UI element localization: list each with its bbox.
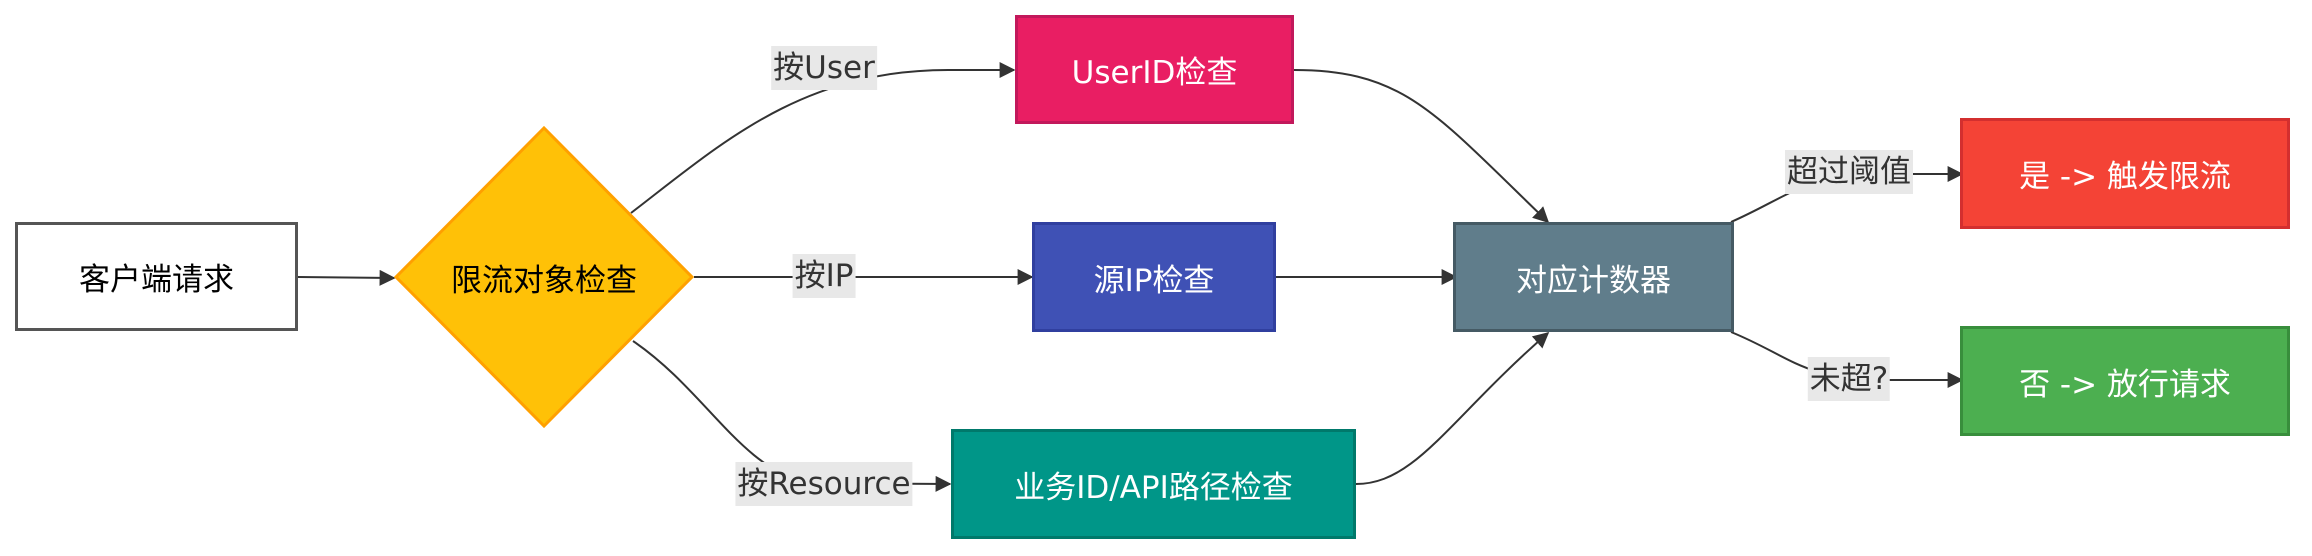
edge-resource-to-counter (1355, 331, 1550, 485)
edge-user-to-counter (1293, 69, 1550, 224)
node-client-request: 客户端请求 (15, 222, 298, 331)
edge-label-by-resource: 按Resource (735, 462, 913, 506)
node-userid-check: UserID检查 (1015, 15, 1294, 124)
edge-label-over-threshold: 超过阈值 (1785, 150, 1913, 194)
node-business-api-check: 业务ID/API路径检查 (951, 429, 1356, 539)
edge-label-not-over: 未超? (1807, 357, 1891, 401)
edge-client-to-decision (297, 269, 396, 286)
edge-label-by-user: 按User (771, 46, 877, 90)
edge-label-by-ip: 按IP (792, 254, 856, 298)
edge-decision-to-user (630, 62, 1016, 214)
node-allow-request: 否 -> 放行请求 (1960, 326, 2290, 436)
decision-label: 限流对象检查 (451, 262, 637, 299)
node-rate-limit-decision: 限流对象检查 (393, 125, 695, 429)
node-source-ip-check: 源IP检查 (1032, 222, 1276, 332)
decision-diamond-shape (393, 125, 695, 429)
node-counter: 对应计数器 (1453, 222, 1734, 332)
node-trigger-rate-limit: 是 -> 触发限流 (1960, 118, 2290, 229)
